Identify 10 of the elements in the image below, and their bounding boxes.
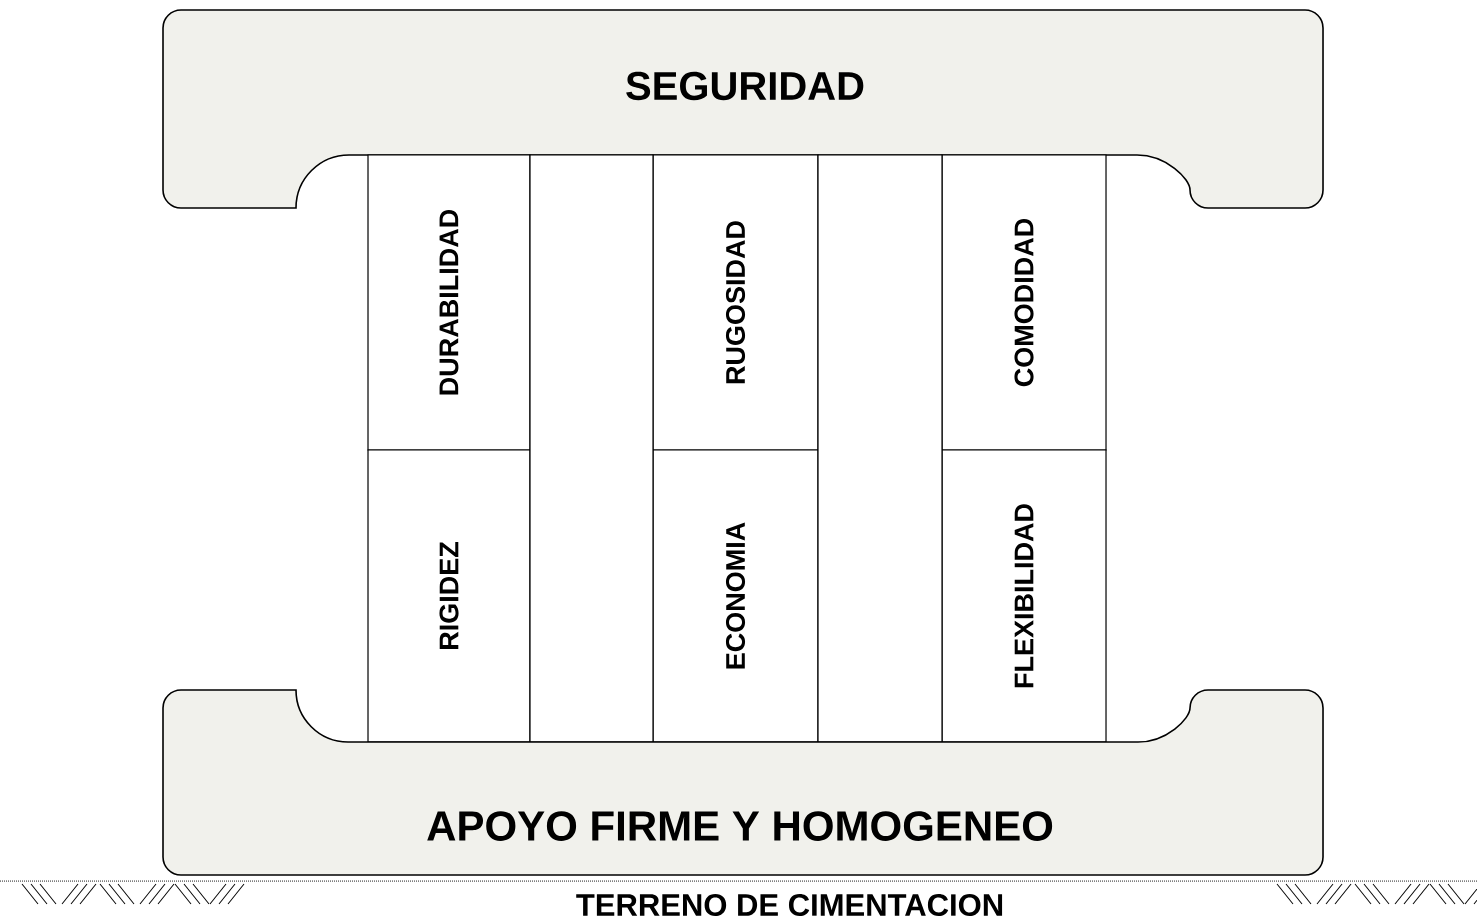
column-box: FLEXIBILIDAD bbox=[941, 449, 1107, 743]
column-box: RUGOSIDAD bbox=[652, 154, 819, 451]
slab-band: APOYO FIRME Y HOMOGENEO bbox=[162, 689, 1324, 876]
column-box: RIGIDEZ bbox=[367, 449, 531, 743]
column-box: ECONOMIA bbox=[652, 449, 819, 743]
column-box bbox=[817, 154, 943, 743]
column-box: DURABILIDAD bbox=[367, 154, 531, 451]
column-box: COMODIDAD bbox=[941, 154, 1107, 451]
column-box bbox=[529, 154, 654, 743]
slab-band: SEGURIDAD bbox=[162, 9, 1324, 209]
